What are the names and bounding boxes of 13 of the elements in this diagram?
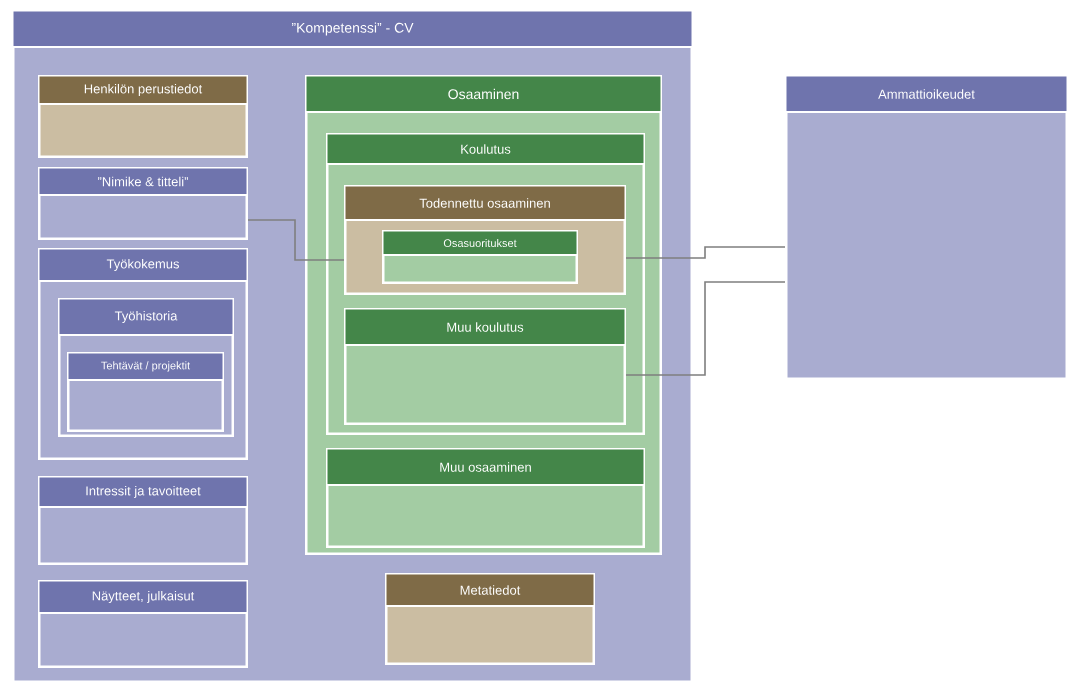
panel: Intressit ja tavoitteet	[38, 476, 248, 565]
panel: Ammattioikeudet	[785, 75, 1068, 380]
panel: Tehtävät / projektit	[67, 352, 224, 432]
panel: Metatiedot	[385, 573, 595, 665]
connector-line	[625, 281, 786, 376]
connector-line	[625, 246, 786, 259]
panel: ”Nimike & titteli”	[38, 167, 248, 240]
panel: Henkilön perustiedot	[38, 75, 248, 158]
panel: Muu koulutus	[344, 308, 626, 425]
panel: Muu osaaminen	[326, 448, 645, 548]
connector-line	[247, 219, 345, 261]
panel: Osasuoritukset	[382, 230, 578, 284]
panel: Näytteet, julkaisut	[38, 580, 248, 668]
